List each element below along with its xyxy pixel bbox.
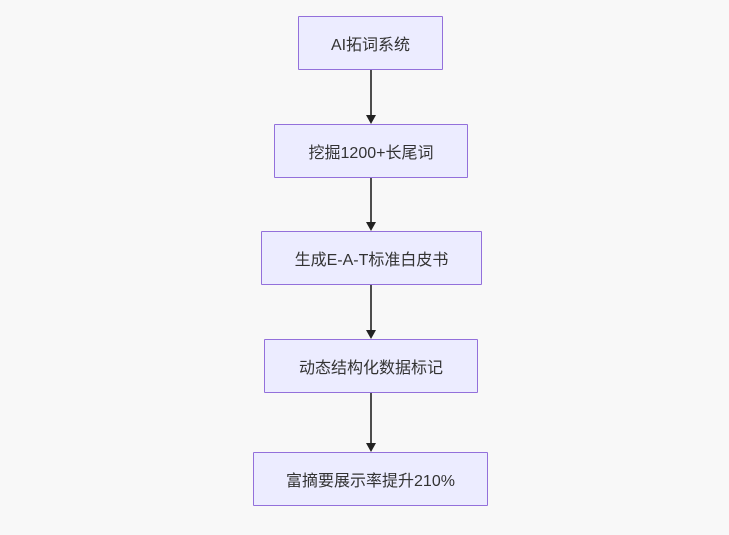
flow-node-dynamic-structured-data-markup: 动态结构化数据标记 xyxy=(264,339,478,393)
flow-edge-2 xyxy=(366,178,376,231)
flow-edge-1 xyxy=(366,70,376,124)
edge-line xyxy=(370,178,372,222)
arrowhead-down-icon xyxy=(366,330,376,339)
flow-node-label: 生成E-A-T标准白皮书 xyxy=(294,252,449,269)
flow-node-label: 挖掘1200+长尾词 xyxy=(308,145,434,162)
flow-edge-4 xyxy=(366,393,376,452)
arrowhead-down-icon xyxy=(366,115,376,124)
flow-node-label: 动态结构化数据标记 xyxy=(298,360,443,377)
flow-node-rich-snippet-rate-increase: 富摘要展示率提升210% xyxy=(253,452,488,506)
flow-node-label: AI拓词系统 xyxy=(330,37,411,54)
flow-node-generate-eat-whitepaper: 生成E-A-T标准白皮书 xyxy=(261,231,482,285)
flow-node-ai-word-expansion-system: AI拓词系统 xyxy=(298,16,443,70)
edge-line xyxy=(370,70,372,115)
flow-node-label: 富摘要展示率提升210% xyxy=(286,473,455,490)
flow-edge-3 xyxy=(366,285,376,339)
flow-node-mine-longtail-keywords: 挖掘1200+长尾词 xyxy=(274,124,468,178)
arrowhead-down-icon xyxy=(366,443,376,452)
edge-line xyxy=(370,285,372,330)
edge-line xyxy=(370,393,372,443)
arrowhead-down-icon xyxy=(366,222,376,231)
